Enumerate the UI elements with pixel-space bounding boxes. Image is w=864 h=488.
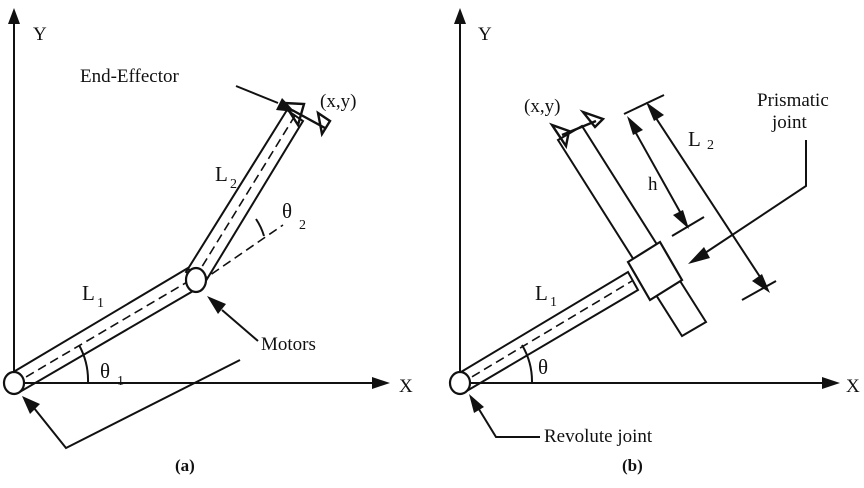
panel-a-motors-arrowhead bbox=[207, 296, 226, 314]
panel-a-motors-arrowhead-base bbox=[22, 396, 40, 414]
panel-b-link2-label: L bbox=[688, 127, 701, 151]
panel-a-end-effector-pointer bbox=[235, 85, 279, 104]
panel-a-link1-centerline bbox=[13, 277, 195, 385]
panel-a-link2-centerline bbox=[194, 113, 297, 279]
panel-b-revolute-arrowhead bbox=[469, 394, 484, 413]
panel-a-link2 bbox=[184, 108, 305, 286]
panel-b: Y X (x,y) L 2 h Prismatic joint bbox=[448, 8, 860, 475]
panel-a-link2-extension bbox=[199, 224, 284, 283]
panel-b-link1-label: L bbox=[535, 281, 548, 305]
panel-b-revolute-pointer bbox=[476, 405, 540, 438]
panel-b-link2 bbox=[556, 124, 708, 338]
panel-b-theta-arc bbox=[521, 344, 534, 384]
panel-a-motors-pointer bbox=[221, 309, 259, 342]
panel-a-endpoint-label: (x,y) bbox=[320, 91, 356, 112]
panel-a-x-arrowhead bbox=[372, 377, 390, 389]
panel-a-link1-sub: 1 bbox=[97, 296, 104, 311]
panel-a-link1-label: L bbox=[82, 281, 95, 305]
panel-b-link2-sub: 2 bbox=[707, 138, 714, 153]
panel-b-caption: (b) bbox=[622, 456, 643, 475]
panel-b-y-arrowhead bbox=[454, 8, 466, 24]
panel-b-prismatic-label-line2: joint bbox=[771, 112, 808, 133]
panel-b-h-arrow-bottom bbox=[673, 210, 689, 229]
panel-b-h-tick-bottom bbox=[671, 216, 705, 237]
panel-a-y-label: Y bbox=[33, 24, 47, 45]
panel-a-gripper-right bbox=[316, 110, 332, 138]
panel-b-h-label: h bbox=[648, 174, 658, 195]
panel-b-dim-tick-top-outer bbox=[623, 94, 665, 115]
panel-a-theta2-arc bbox=[255, 218, 265, 237]
panel-a-link2-sub: 2 bbox=[230, 177, 237, 192]
panel-a-motors-pointer-base bbox=[33, 359, 241, 450]
panel-b-link1-sub: 1 bbox=[550, 295, 557, 310]
panel-b-l2-dim-line bbox=[651, 111, 765, 284]
panel-b-prismatic-pointer bbox=[704, 140, 807, 254]
panel-b-x-arrowhead bbox=[822, 377, 840, 389]
panel-b-l2-arrow-bottom bbox=[752, 274, 770, 293]
panel-b-l2-arrow-top bbox=[646, 102, 664, 121]
panel-b-y-label: Y bbox=[478, 24, 492, 45]
panel-b-h-arrow-top bbox=[627, 116, 643, 135]
panel-a-theta2-label: θ bbox=[282, 199, 292, 223]
panel-b-endpoint-label: (x,y) bbox=[524, 96, 560, 117]
panel-b-x-label: X bbox=[846, 376, 860, 397]
panel-a: Y X End-Effector (x,y) L 2 θ 2 L 1 θ 1 M… bbox=[2, 8, 413, 475]
panel-a-theta1-sub: 1 bbox=[117, 374, 124, 389]
panel-b-h-dim-line bbox=[631, 125, 685, 220]
panel-b-gripper-right bbox=[579, 109, 606, 129]
panel-b-prismatic-arrowhead bbox=[688, 247, 710, 264]
panel-b-gripper-bar bbox=[561, 119, 597, 137]
panel-b-prismatic-block bbox=[626, 240, 684, 302]
panel-b-revolute-label: Revolute joint bbox=[544, 426, 653, 447]
panel-a-end-effector-label: End-Effector bbox=[80, 66, 179, 87]
panel-a-end-effector-arrowhead bbox=[276, 98, 295, 112]
panel-b-base-joint bbox=[448, 370, 472, 396]
panel-a-theta1-label: θ bbox=[100, 359, 110, 383]
panel-b-theta-label: θ bbox=[538, 355, 548, 379]
panel-a-motors-label: Motors bbox=[261, 334, 316, 355]
panel-b-gripper-left bbox=[549, 122, 571, 150]
panel-a-base-joint bbox=[2, 370, 26, 396]
panel-a-caption: (a) bbox=[175, 456, 195, 475]
panel-a-theta2-sub: 2 bbox=[299, 218, 306, 233]
panel-a-link2-label: L bbox=[215, 162, 228, 186]
panel-a-theta1-arc bbox=[78, 344, 90, 384]
panel-a-gripper-bar bbox=[291, 108, 326, 130]
panel-b-prismatic-label-line1: Prismatic bbox=[757, 90, 829, 111]
panel-b-dim-tick-bottom-outer bbox=[741, 280, 777, 301]
panel-b-link1-centerline bbox=[459, 280, 633, 385]
panel-a-y-arrowhead bbox=[8, 8, 20, 24]
panel-a-x-label: X bbox=[399, 376, 413, 397]
panel-a-elbow-motor bbox=[184, 266, 208, 294]
